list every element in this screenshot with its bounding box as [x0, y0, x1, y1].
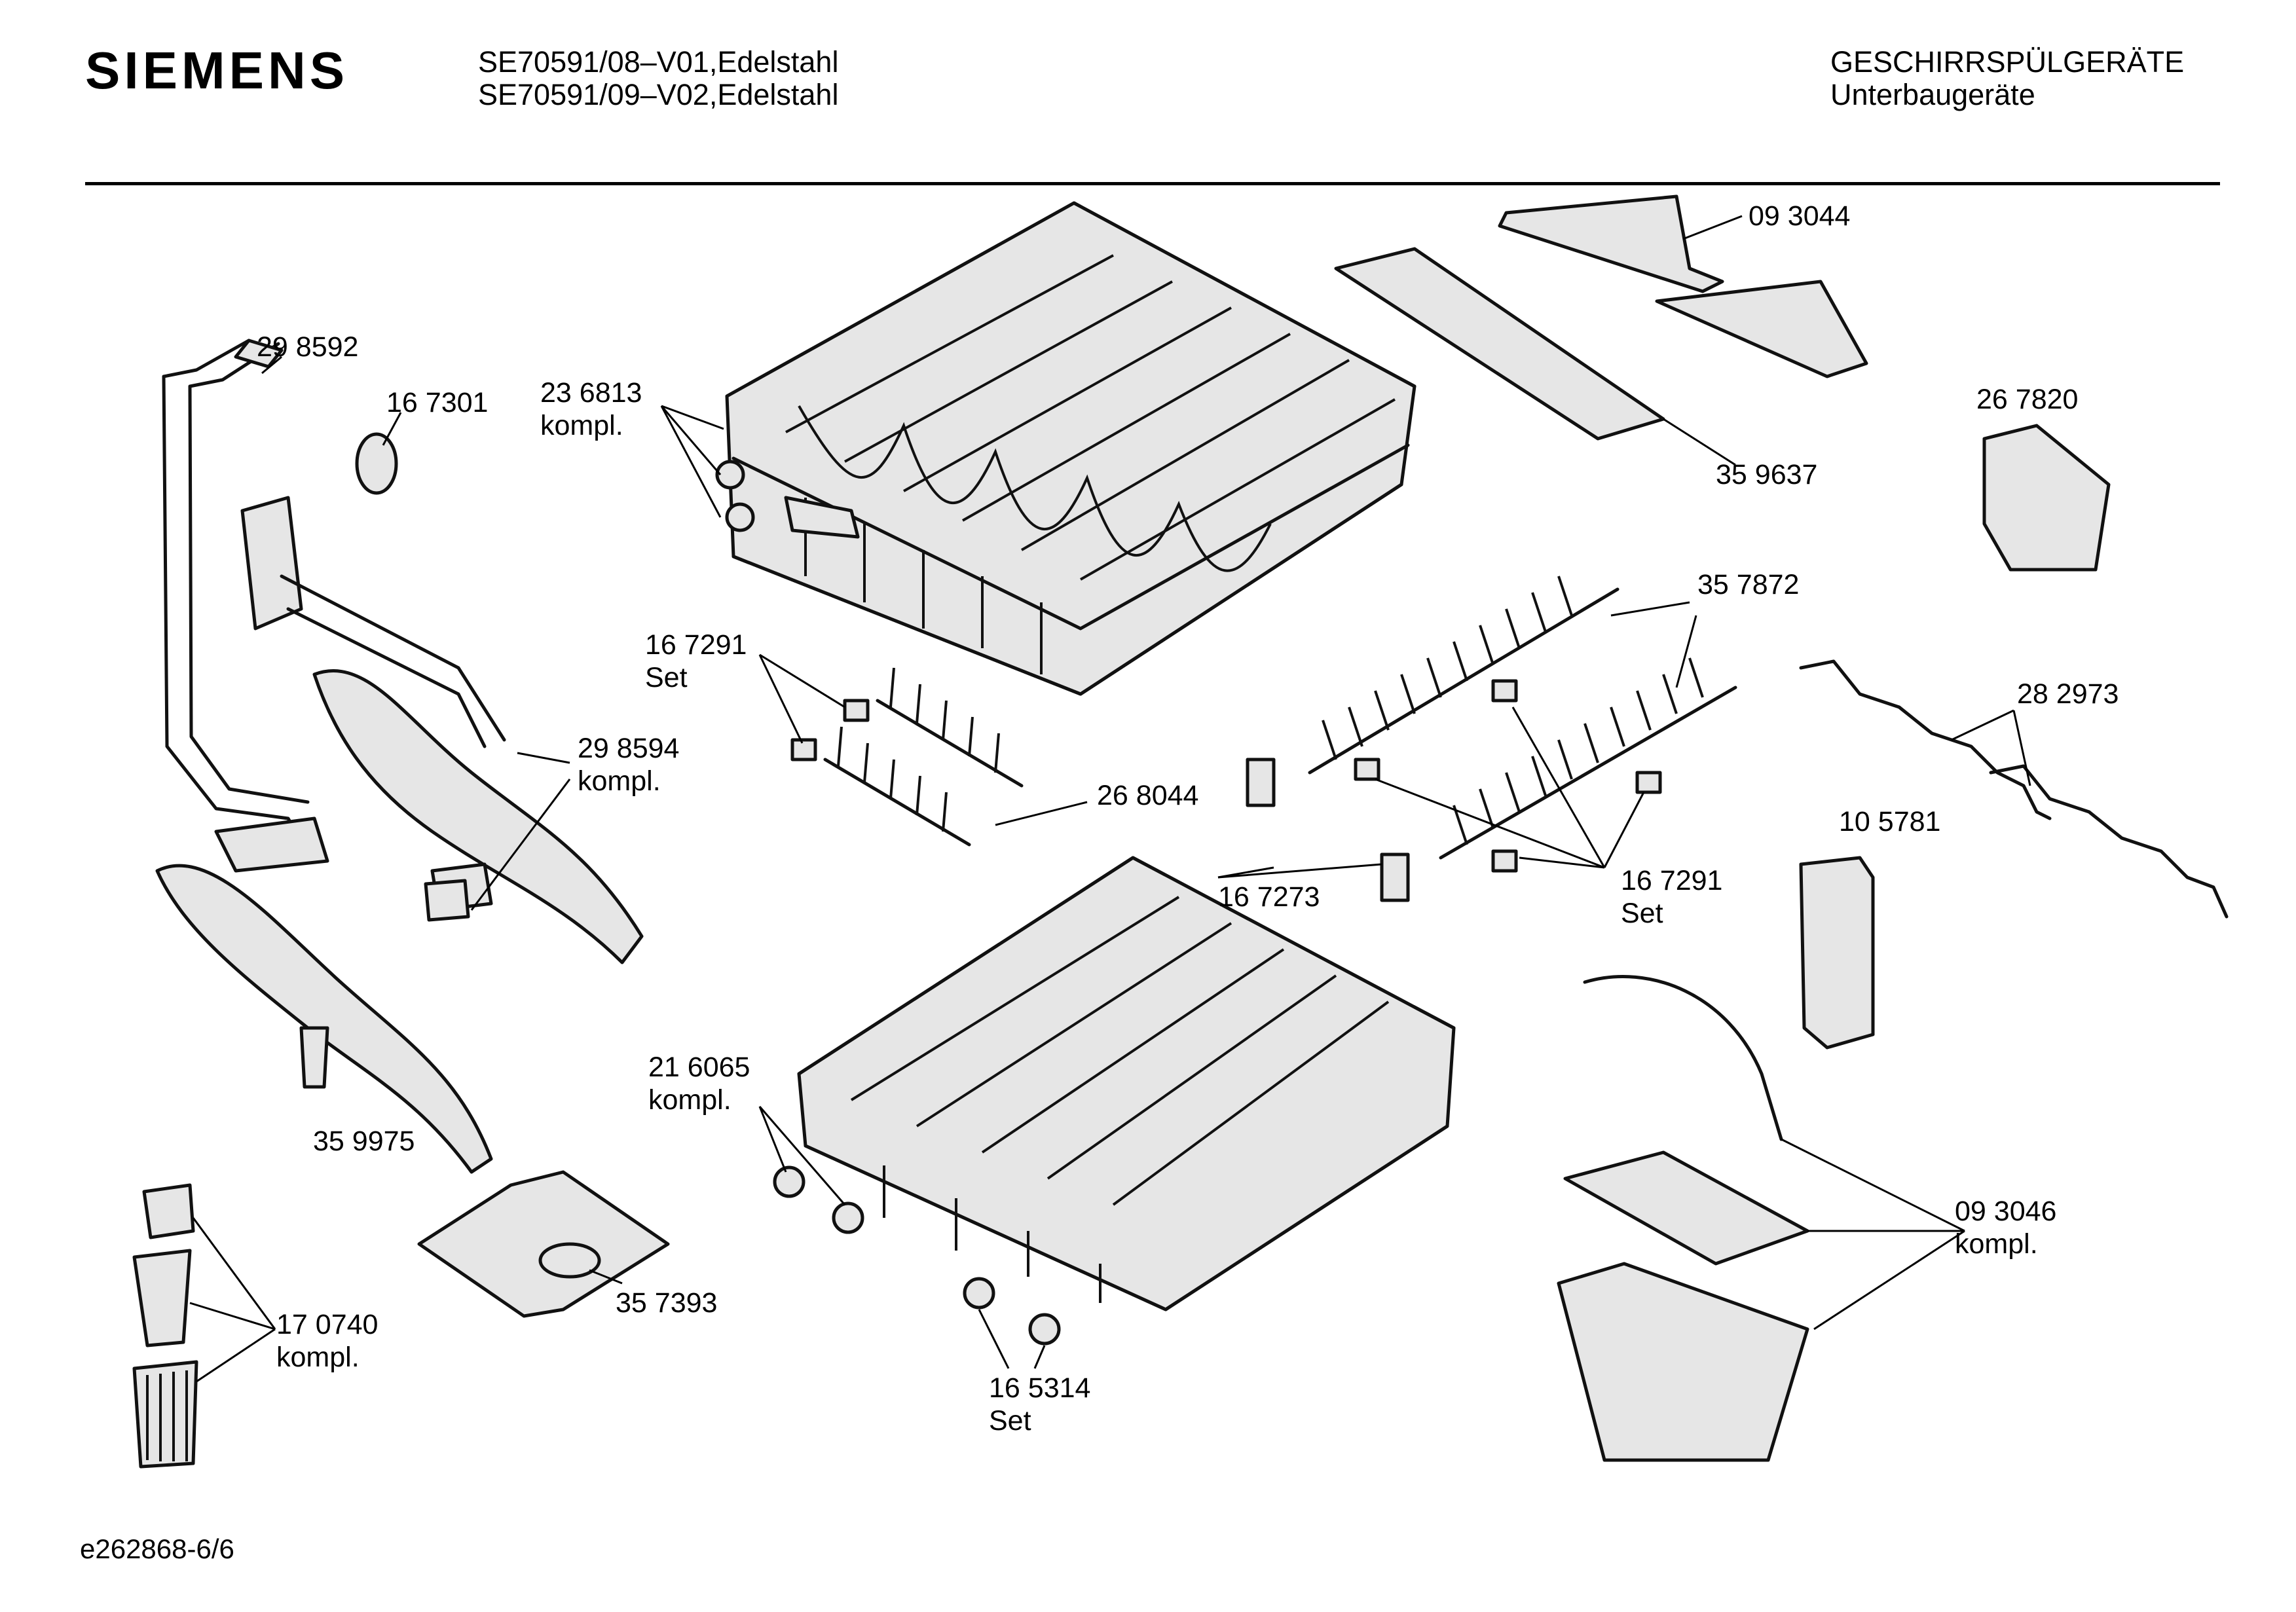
leader-lines — [189, 215, 2031, 1383]
lower-spray-arm-drawing — [312, 669, 644, 964]
part-label-282973: 28 2973 — [2017, 678, 2119, 710]
part-label-165314: 16 5314 — [989, 1372, 1091, 1404]
part-label-167273: 16 7273 — [1218, 881, 1320, 913]
drawing-reference: e262868-6/6 — [80, 1533, 234, 1564]
part-label-167301: 16 7301 — [386, 387, 489, 418]
part-label-216065: 21 6065 — [648, 1052, 750, 1083]
category-subtitle: Unterbaugeräte — [1830, 78, 2035, 111]
model-line-2: SE70591/09–V02,Edelstahl — [478, 78, 839, 111]
lower-basket-drawing — [773, 856, 1456, 1346]
part-label-093046: 09 3046 — [1955, 1196, 2057, 1227]
shelf-racks-drawing — [1334, 194, 2111, 572]
part-label-167291-lower-suffix: Set — [1621, 898, 1663, 929]
tine-rows-drawing — [823, 576, 1737, 860]
spray-arm-pipe-drawing — [162, 339, 506, 873]
part-label-167291-upper-suffix: Set — [645, 662, 688, 693]
part-label-236813: 23 6813 — [540, 377, 642, 409]
part-label-216065-suffix: kompl. — [648, 1084, 731, 1116]
part-label-093046-suffix: kompl. — [1955, 1228, 2038, 1260]
part-label-167291-lower: 16 7291 — [1621, 865, 1723, 896]
part-label-105781: 10 5781 — [1839, 806, 1941, 837]
upper-spray-arm-drawing — [155, 864, 493, 1174]
clips-drawing — [790, 679, 1662, 902]
model-line-1: SE70591/08–V01,Edelstahl — [478, 45, 839, 79]
part-label-170740-suffix: kompl. — [276, 1342, 360, 1373]
part-label-357393: 35 7393 — [616, 1287, 718, 1319]
part-label-298592: 29 8592 — [257, 331, 359, 363]
part-label-298594: 29 8594 — [578, 733, 680, 764]
part-label-167291-upper: 16 7291 — [645, 629, 747, 661]
part-label-359637: 35 9637 — [1716, 459, 1818, 490]
part-label-267820: 26 7820 — [1976, 384, 2079, 415]
part-label-093044: 09 3044 — [1749, 200, 1851, 232]
header-divider — [85, 182, 2220, 185]
category-title: GESCHIRRSPÜLGERÄTE — [1830, 45, 2185, 79]
part-label-359975: 35 9975 — [313, 1126, 415, 1157]
part-label-170740: 17 0740 — [276, 1309, 379, 1340]
part-label-357872: 35 7872 — [1697, 569, 1800, 600]
upper-basket-drawing — [715, 201, 1416, 696]
cutlery-cup-drawing — [1799, 856, 1875, 1050]
cutlery-basket-drawing — [1557, 975, 1809, 1462]
sump-cover-drawing — [417, 1170, 670, 1318]
filter-drawing — [132, 1183, 198, 1469]
part-label-268044: 26 8044 — [1097, 780, 1199, 811]
part-label-298594-suffix: kompl. — [578, 765, 661, 797]
part-label-236813-suffix: kompl. — [540, 410, 623, 441]
brand-logo: SIEMENS — [85, 41, 349, 100]
part-label-165314-suffix: Set — [989, 1405, 1031, 1437]
